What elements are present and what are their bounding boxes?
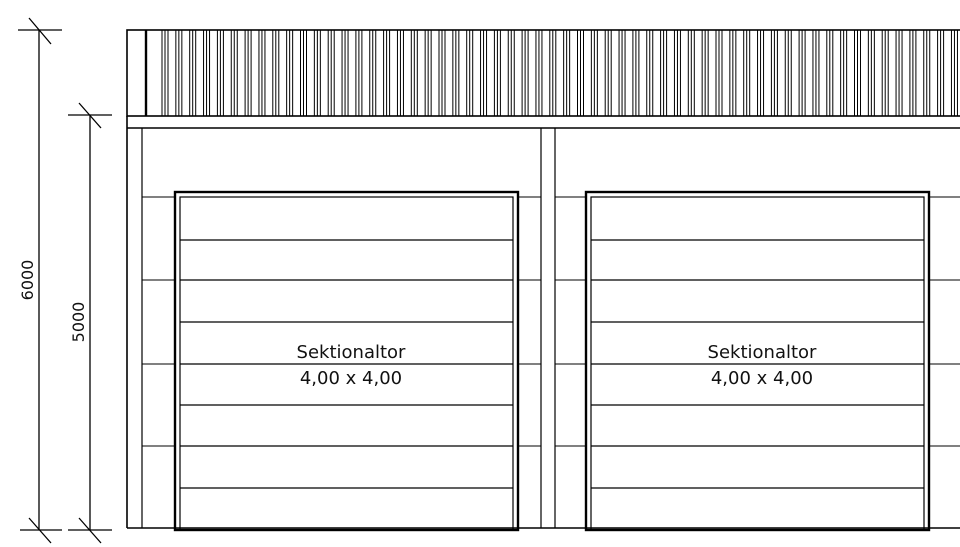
dimension-label-6000: 6000 [18, 260, 37, 301]
door-2-size-label: 4,00 x 4,00 [711, 368, 813, 389]
ribbed-band [126, 29, 960, 117]
dimension-6000 [18, 17, 62, 544]
sectional-door-1 [173, 190, 520, 532]
dimension-tick-top-5000 [78, 102, 102, 129]
dimension-tick-bottom-6000 [28, 517, 52, 544]
dimension-tick-top-6000 [28, 17, 52, 45]
door-1-size-label: 4,00 x 4,00 [300, 368, 402, 389]
wall-cladding [142, 196, 960, 447]
dimension-label-5000: 5000 [69, 302, 88, 343]
facade [126, 29, 960, 529]
door-1-type-label: Sektionaltor [297, 342, 407, 363]
rib-lines [161, 30, 958, 116]
dimension-tick-bottom-5000 [78, 517, 102, 544]
sectional-door-2 [584, 190, 931, 532]
door-2-type-label: Sektionaltor [708, 342, 818, 363]
dimension-5000 [68, 102, 112, 544]
